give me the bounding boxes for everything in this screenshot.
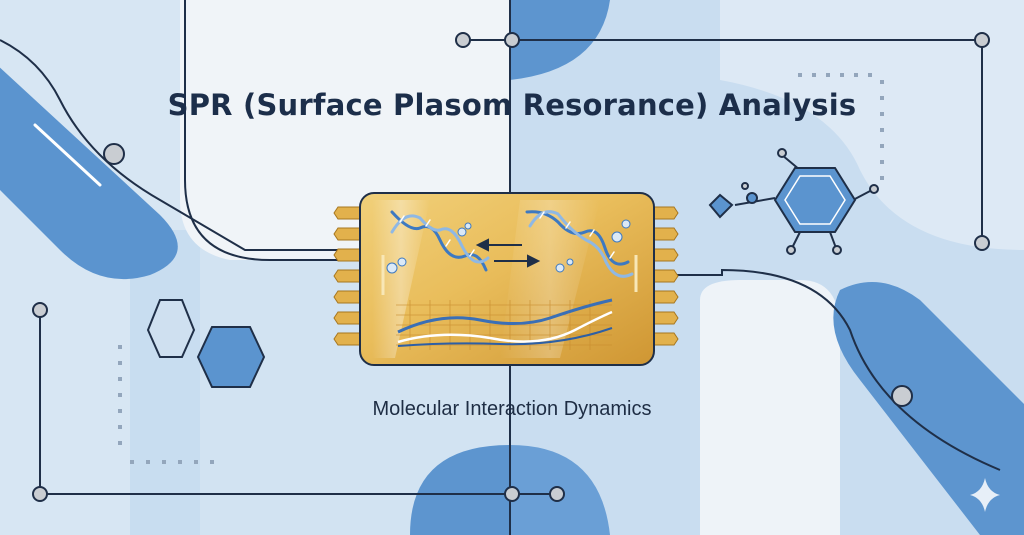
subtitle: Molecular Interaction Dynamics (372, 398, 652, 420)
dna-helix-icon (525, 210, 634, 278)
sparkle-icon (970, 478, 1000, 512)
circuit-nodes (32, 32, 990, 502)
blob-bottom (410, 445, 510, 535)
dotted-guides (118, 73, 884, 464)
molecule-icon (708, 148, 879, 255)
page-title: SPR (Surface Plasom Resorance) Analysis (167, 88, 857, 122)
hexagon-icon (146, 299, 266, 388)
right-band (833, 282, 1024, 535)
equilibrium-arrows-icon (475, 238, 541, 268)
dna-helix-icon (390, 210, 490, 272)
